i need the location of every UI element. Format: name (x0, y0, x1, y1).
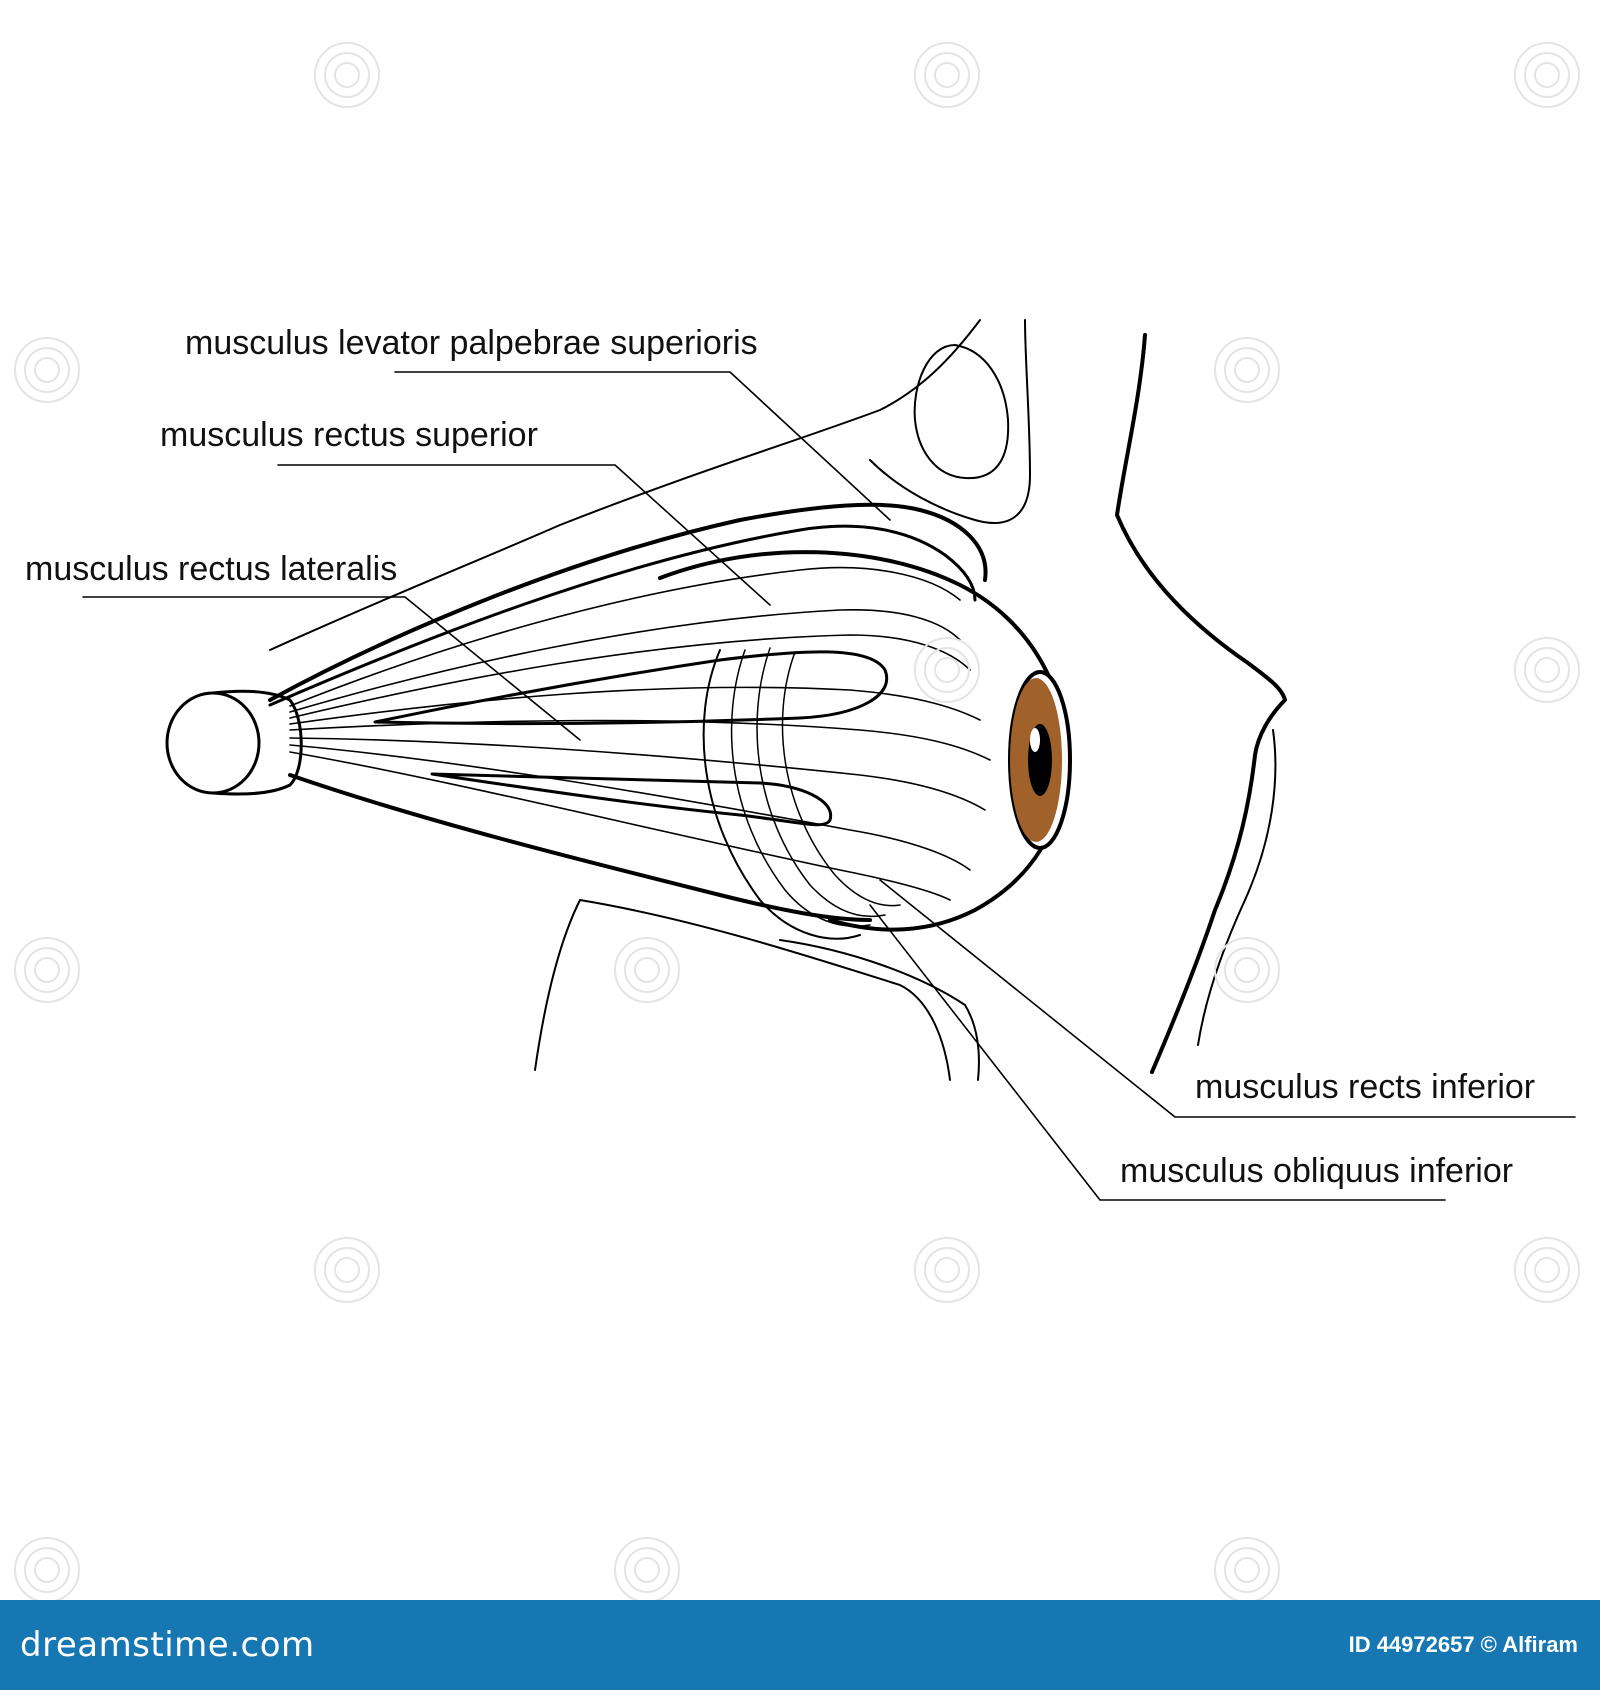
face-profile (1115, 333, 1287, 1074)
watermark-spiral-icon (314, 42, 380, 108)
watermark-spiral-icon (914, 637, 980, 703)
cheek-line (1197, 729, 1277, 1046)
optic-apex-cap (165, 691, 261, 795)
watermark-spiral-icon (914, 42, 980, 108)
leader-obliquus-inferior (869, 904, 1446, 1201)
watermark-spiral-icon (1214, 337, 1280, 403)
watermark-spiral-icon (14, 337, 80, 403)
leader-levator (394, 371, 891, 521)
watermark-spiral-icon (1514, 637, 1580, 703)
orbital-floor (534, 899, 951, 1081)
muscle-fibres (289, 566, 991, 901)
leader-lines (82, 371, 1576, 1201)
orbital-floor-inner (779, 939, 980, 1081)
upper-muscle-sheath (268, 502, 988, 702)
orbital-roof (269, 319, 981, 651)
footer-bar: dreamstime.com ID 44972657 © Alfiram (0, 1600, 1600, 1690)
label-obliquus-inferior: musculus obliquus inferior (1120, 1152, 1514, 1190)
watermark-spiral-icon (1214, 937, 1280, 1003)
leader-rectus-superior (277, 464, 771, 606)
inferior-oblique (702, 649, 861, 940)
watermark-spiral-icon (14, 1537, 80, 1603)
leader-rectus-inferior (879, 879, 1576, 1118)
pupil-highlight (1030, 728, 1040, 752)
watermark-spiral-icon (314, 1237, 380, 1303)
watermark-spiral-icon (914, 1237, 980, 1303)
label-levator-palpebrae: musculus levator palpebrae superioris (185, 324, 758, 362)
label-rectus-inferior: musculus rects inferior (1195, 1068, 1536, 1106)
levator-muscle (268, 524, 977, 707)
inferior-window (430, 772, 833, 827)
leader-rectus-lateralis (82, 596, 581, 741)
lower-muscle-sheath (288, 773, 872, 922)
label-rectus-lateralis: musculus rectus lateralis (25, 550, 398, 588)
watermark-spiral-icon (14, 937, 80, 1003)
frontal-sinus (913, 344, 1010, 480)
watermark-spiral-icon (1214, 1537, 1280, 1603)
footer-logo[interactable]: dreamstime.com (20, 1625, 315, 1665)
watermark-spiral-icon (1514, 42, 1580, 108)
eyeball (658, 550, 1069, 932)
optic-apex-body (211, 689, 303, 796)
superior-window (373, 650, 889, 726)
eye-muscles-diagram: musculus levator palpebrae superioris mu… (14, 42, 1580, 1603)
watermark-spiral-icon (1514, 1237, 1580, 1303)
watermark-spiral-icon (614, 937, 680, 1003)
footer-credit: ID 44972657 © Alfiram (1348, 1632, 1578, 1657)
watermark-spiral-icon (614, 1537, 680, 1603)
orbital-rim (869, 319, 1031, 524)
diagram-svg (82, 319, 1576, 1201)
label-rectus-superior: musculus rectus superior (160, 416, 538, 454)
